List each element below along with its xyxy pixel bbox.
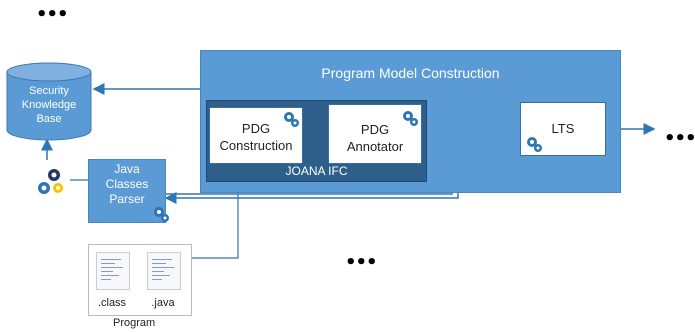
gears-icon <box>154 207 169 222</box>
joana-ifc-label: JOANA IFC <box>285 164 348 178</box>
java-classes-parser-block: Java Classes Parser <box>88 159 166 223</box>
security-kb-label: Security Knowledge Base <box>21 85 77 125</box>
database-cylinder-icon <box>6 62 92 141</box>
ellipsis-top-left: ••• <box>36 4 69 25</box>
file-label-java: .java <box>151 297 175 309</box>
lts-box: LTS <box>520 102 606 156</box>
pdg-construction-box: PDG Construction <box>209 107 303 164</box>
program-label: Program <box>113 317 156 329</box>
program-box: .class .java <box>88 244 192 316</box>
lts-label: LTS <box>551 121 575 136</box>
file-label-class: .class <box>97 297 127 309</box>
document-icon <box>147 252 181 290</box>
ellipsis-right: ••• <box>664 128 695 149</box>
program-model-construction-title: Program Model Construction <box>321 65 500 81</box>
document-icon <box>96 252 130 290</box>
pdg-construction-label: PDG Construction <box>219 121 293 153</box>
gears-icon <box>527 137 542 152</box>
pdg-annotator-label: PDG Annotator <box>346 122 404 154</box>
multi-gear-icon <box>36 166 66 198</box>
gears-icon <box>284 112 299 127</box>
security-knowledge-base: Security Knowledge Base <box>6 62 92 142</box>
pdg-annotator-box: PDG Annotator <box>328 104 422 164</box>
java-classes-parser-label: Java Classes Parser <box>105 162 149 206</box>
line-program-to-construction <box>190 180 239 259</box>
gears-icon <box>403 111 418 126</box>
ellipsis-bottom-center: ••• <box>345 252 378 273</box>
